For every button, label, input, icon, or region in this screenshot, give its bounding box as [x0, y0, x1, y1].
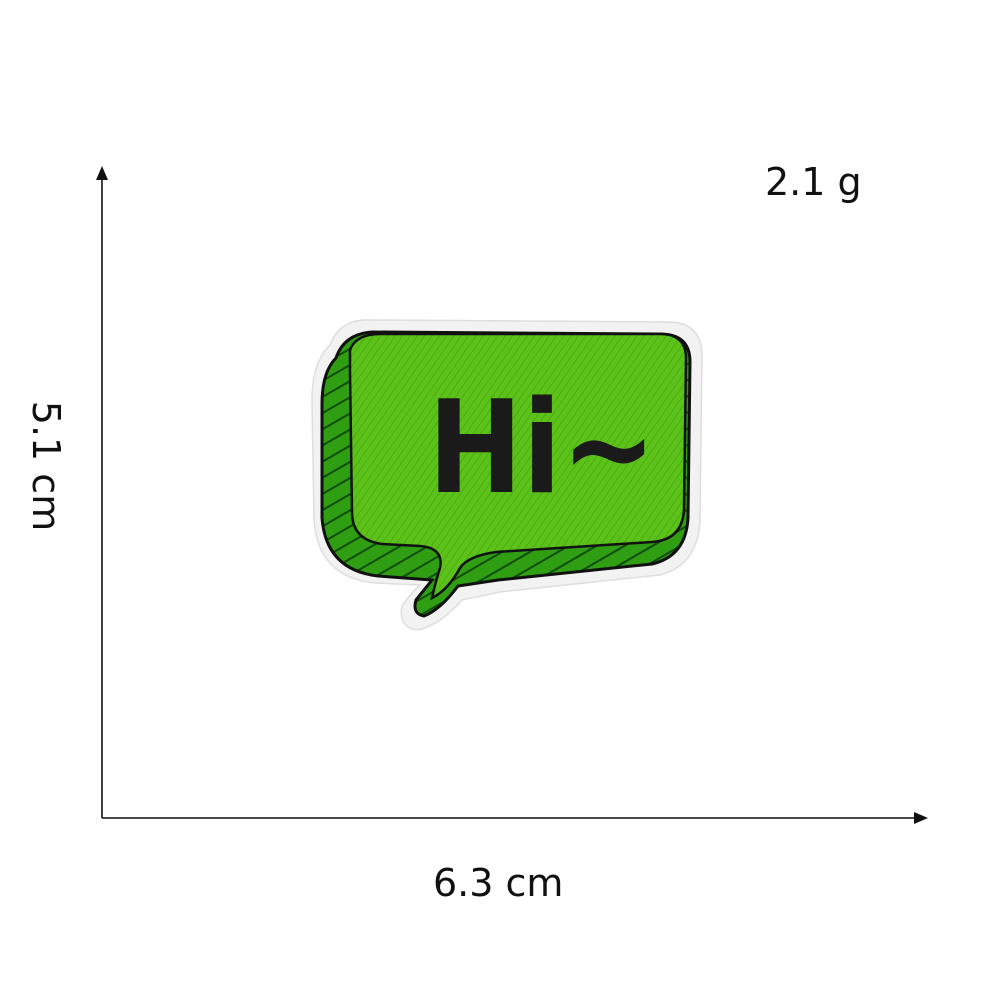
vertical-axis-arrowhead	[96, 166, 108, 180]
width-label: 6.3 cm	[433, 861, 564, 905]
horizontal-axis-arrowhead	[914, 812, 928, 824]
patch-green-face	[348, 332, 688, 601]
weight-label: 2.1 g	[765, 160, 862, 204]
patch-text: Hi~	[428, 374, 656, 523]
height-label: 5.1 cm	[24, 400, 68, 532]
